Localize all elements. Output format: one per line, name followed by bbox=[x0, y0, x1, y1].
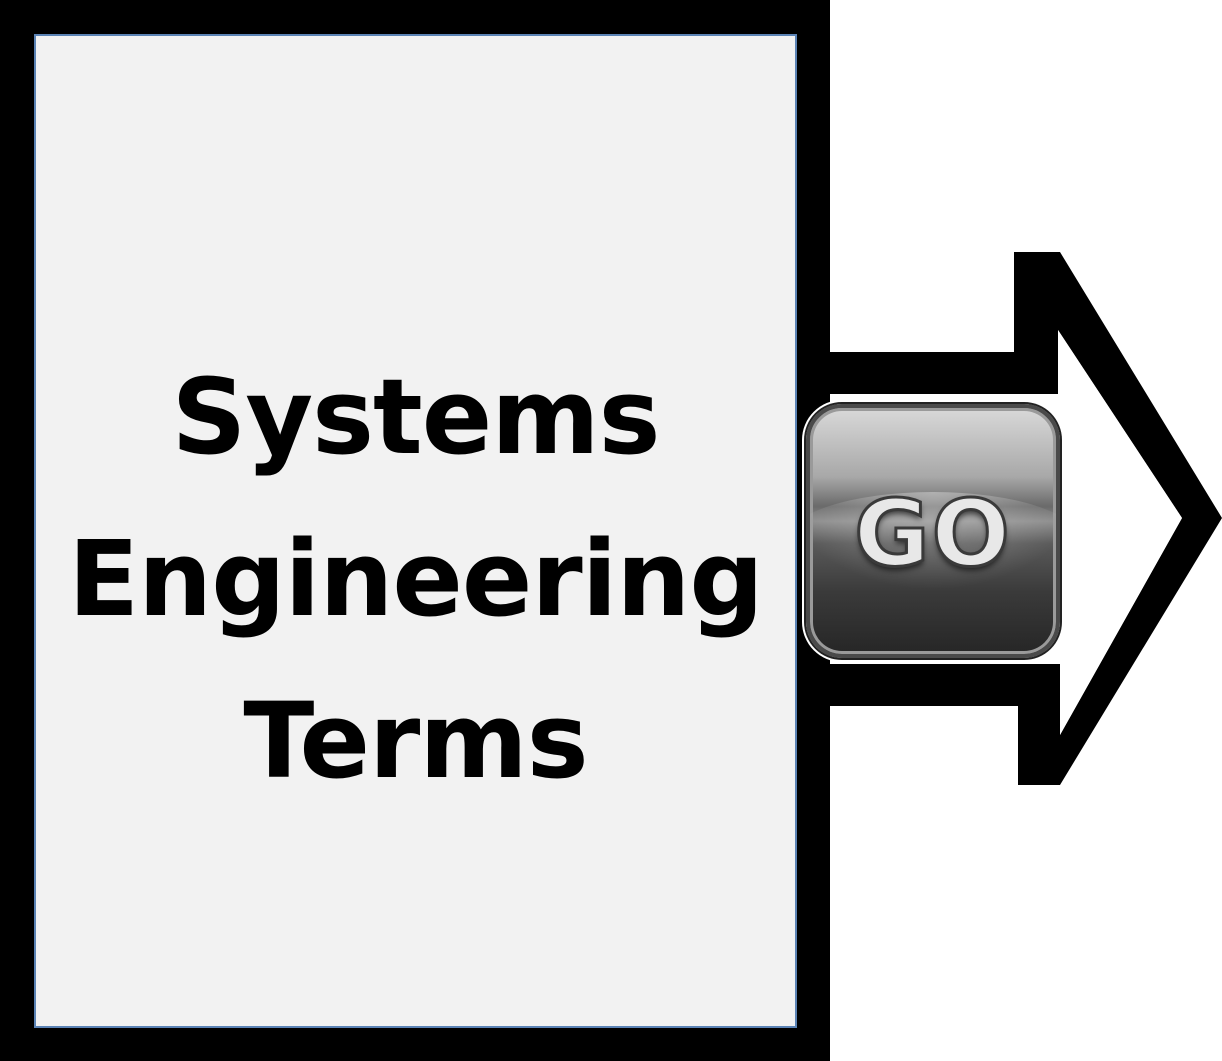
arrow-head-inner bbox=[1058, 330, 1182, 735]
document-page: Systems Engineering Terms bbox=[34, 34, 797, 1028]
go-button-label: GO bbox=[853, 479, 1012, 589]
arrow-outline bbox=[800, 252, 1222, 785]
title-line-1: Systems bbox=[171, 356, 660, 478]
title-line-3: Terms bbox=[243, 680, 588, 802]
title-line-2: Engineering bbox=[68, 518, 764, 640]
document-page-frame: Systems Engineering Terms bbox=[0, 0, 830, 1061]
diagram-title: Systems Engineering Terms bbox=[36, 336, 795, 822]
go-button[interactable]: GO bbox=[802, 400, 1064, 662]
go-button-icon: GO bbox=[806, 404, 1060, 658]
